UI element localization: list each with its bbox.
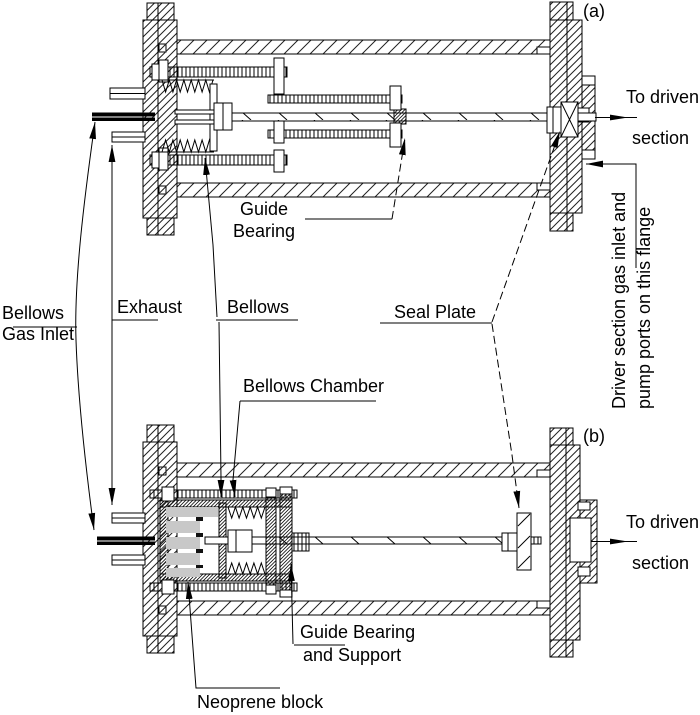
leader-flange-note	[586, 160, 637, 268]
panel-a-tag: (a)	[583, 1, 605, 21]
to-driven-a-line1: To driven	[626, 87, 700, 107]
guide-bearing-b-label: Guide Bearing and Support	[300, 621, 415, 667]
leader-bellows-up	[203, 157, 218, 318]
leader-seal-plate-up	[491, 130, 561, 323]
leader-seal-plate-down	[491, 323, 521, 509]
flange-note-label: Driver section gas inlet and pump ports …	[607, 179, 657, 409]
piston-shaft-b	[204, 529, 503, 553]
bellows-gas-inlet-line1: Bellows	[2, 303, 65, 323]
guide-bearing-a-line1: Guide	[239, 199, 289, 219]
to-driven-b-line1: To driven	[626, 512, 700, 532]
leader-bellows-chamber	[229, 400, 241, 498]
leader-guide-bearing-b	[288, 563, 295, 645]
bellows-gas-inlet-label: Bellows Gas Inlet	[2, 303, 74, 345]
bellows-gas-inlet-line2: Gas Inlet	[2, 324, 75, 344]
seal-plate-a	[546, 101, 597, 138]
guide-bearing-b-line2: and Support	[303, 645, 402, 665]
right-flange-b	[549, 427, 598, 658]
neoprene-block-label: Neoprene block	[197, 692, 324, 712]
panel-b-tag: (b)	[583, 426, 605, 446]
to-driven-b-line2: section	[632, 553, 690, 573]
leader-neoprene	[185, 581, 280, 689]
panel-b-drawing	[97, 424, 637, 658]
neoprene-block	[166, 507, 218, 577]
piston-shaft-a	[174, 102, 549, 131]
ports-b	[97, 512, 155, 566]
to-driven-arrow-b	[591, 538, 637, 545]
flange-note-line1: Driver section gas inlet and	[609, 191, 629, 409]
leader-bellows-gas-inlet	[75, 121, 96, 531]
seal-plate-b	[501, 512, 542, 571]
bellows-chamber-label: Bellows Chamber	[243, 376, 385, 396]
leader-lines	[13, 121, 637, 689]
guide-bearing-a	[389, 85, 407, 148]
leader-guide-bearing-a	[391, 137, 406, 220]
panel-a-drawing	[92, 1, 637, 236]
bellows-label: Bellows	[227, 297, 290, 317]
ports-a	[92, 87, 155, 143]
flange-note-line2: pump ports on this flange	[634, 206, 654, 409]
to-driven-a-line2: section	[632, 128, 690, 148]
to-driven-arrow-a	[595, 114, 637, 121]
guide-bearing-a-line2: Bearing	[232, 221, 296, 241]
leader-bellows-down	[217, 321, 225, 497]
guide-bearing-b-line1: Guide Bearing	[300, 622, 416, 642]
guide-bearing-a-label: Guide Bearing	[220, 198, 308, 242]
seal-plate-label: Seal Plate	[394, 302, 477, 322]
exhaust-label: Exhaust	[117, 297, 183, 317]
